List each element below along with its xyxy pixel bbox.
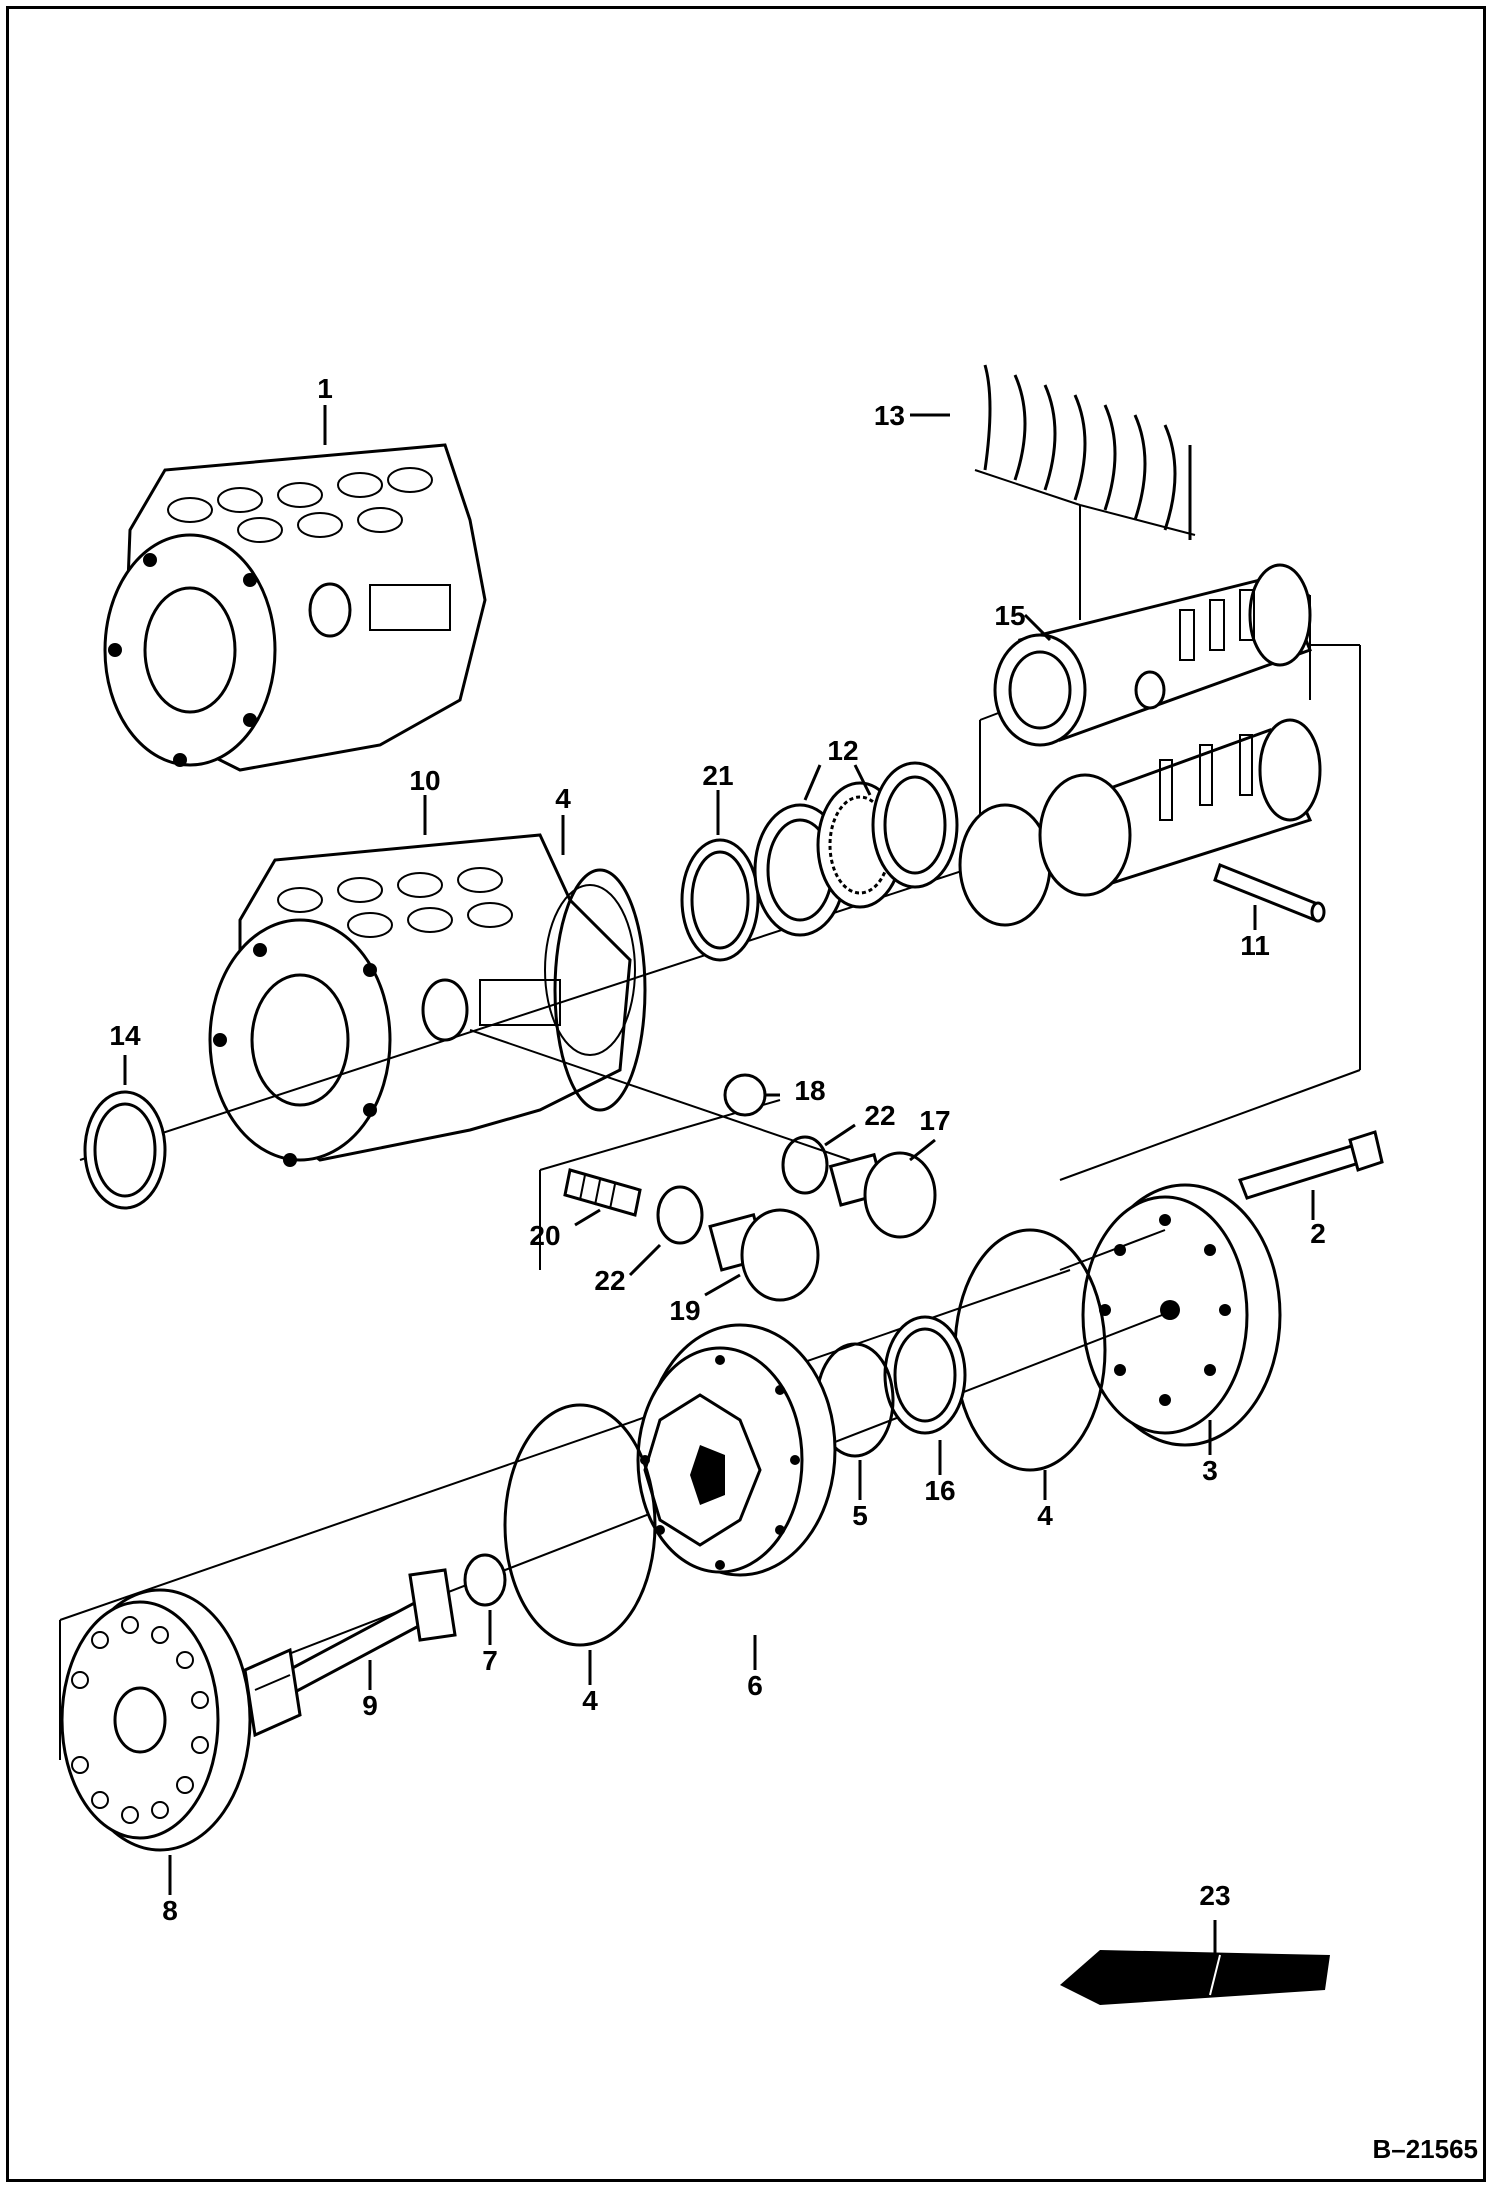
part-10-housing — [208, 833, 636, 1167]
part-16-ring — [883, 1315, 967, 1435]
part-18-ball — [723, 1073, 767, 1117]
callout-8: 8 — [162, 1895, 178, 1926]
leader-lines — [123, 405, 1315, 1955]
part-15-spool — [993, 563, 1312, 747]
part-9-drive-shaft — [243, 1568, 457, 1738]
part-20-spring — [563, 1168, 642, 1217]
part-21-ring — [680, 838, 760, 962]
callout-6: 6 — [747, 1670, 763, 1701]
part-22-o-ring-a — [781, 1135, 829, 1195]
part-1-steering-unit — [103, 443, 487, 772]
part-17-plug — [828, 1151, 937, 1239]
callout-4-right: 4 — [1037, 1500, 1053, 1531]
callout-1: 1 — [317, 373, 333, 404]
part-4-o-ring-lower — [503, 1403, 657, 1647]
part-7-spacer — [463, 1553, 507, 1607]
callout-19: 19 — [669, 1295, 700, 1326]
spool-ring — [958, 803, 1052, 927]
callout-14: 14 — [109, 1020, 141, 1051]
callout-21: 21 — [702, 760, 733, 791]
part-14-seal — [83, 1090, 167, 1210]
callout-9: 9 — [362, 1690, 378, 1721]
callout-13: 13 — [874, 400, 905, 431]
part-2-bolt — [1238, 1130, 1384, 1200]
callout-10: 10 — [409, 765, 440, 796]
part-4-o-ring-upper — [553, 868, 647, 1112]
callout-11: 11 — [1240, 930, 1270, 961]
callout-16: 16 — [924, 1475, 955, 1506]
drawing-reference: B–21565 — [1372, 2134, 1478, 2164]
callout-20: 20 — [529, 1220, 560, 1251]
callout-23: 23 — [1199, 1880, 1230, 1911]
part-11-pin — [1213, 863, 1326, 923]
part-8-end-plate — [60, 1588, 252, 1852]
part-22-o-ring-b — [656, 1185, 704, 1245]
callout-5: 5 — [852, 1500, 868, 1531]
part-23-decal — [1060, 1950, 1330, 2005]
callout-22-lower: 22 — [594, 1265, 625, 1296]
callout-15: 15 — [994, 600, 1025, 631]
part-13-springs — [983, 364, 1192, 540]
callout-22-upper: 22 — [864, 1100, 895, 1131]
part-12-bearing — [753, 761, 959, 937]
part-19-plug — [708, 1208, 820, 1302]
sleeve — [1038, 718, 1322, 897]
callout-3: 3 — [1202, 1455, 1218, 1486]
callout-4-lower: 4 — [582, 1685, 598, 1716]
callout-7: 7 — [482, 1645, 498, 1676]
part-3-end-cap — [1081, 1183, 1282, 1447]
bolt-axis-line — [1059, 1229, 1166, 1271]
callout-labels: 1 2 3 4 4 4 5 6 7 8 9 10 11 12 13 15 14 … — [109, 373, 1478, 2164]
part-4-o-ring-right — [953, 1228, 1107, 1472]
callout-2: 2 — [1310, 1218, 1326, 1249]
callout-12: 12 — [827, 735, 858, 766]
callout-17: 17 — [919, 1105, 950, 1136]
part-6-gerotor — [636, 1323, 837, 1577]
callout-4-upper: 4 — [555, 783, 571, 814]
callout-18: 18 — [794, 1075, 825, 1106]
